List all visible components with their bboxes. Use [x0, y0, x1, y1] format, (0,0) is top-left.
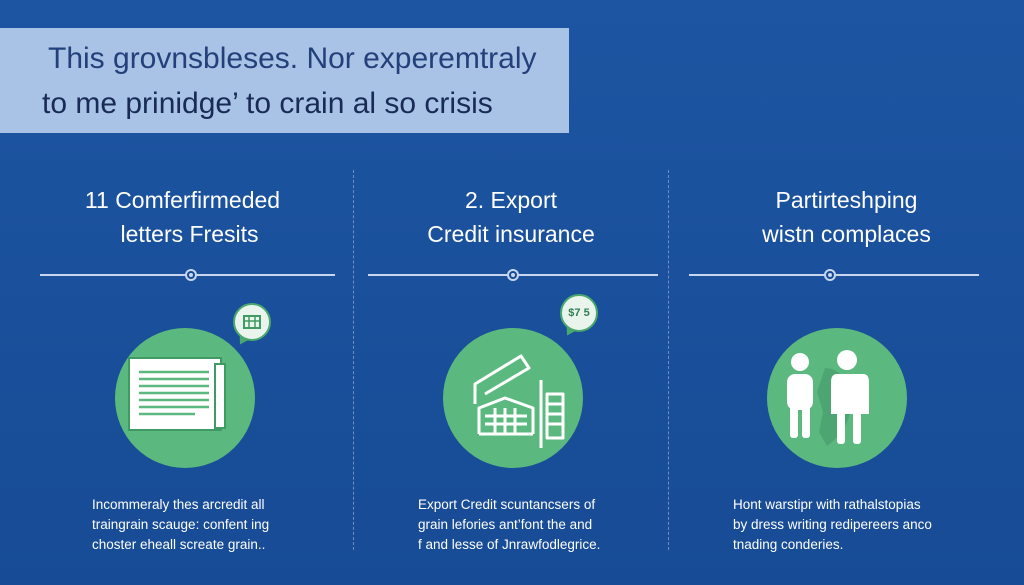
document-icon: [128, 357, 226, 431]
column-divider-2: [668, 170, 669, 550]
column-title: Partirteshping wistn complaces: [669, 183, 1024, 251]
headline-line-2: to me prinidge’ to crain al so crisis: [42, 87, 493, 120]
column-title-line-1: 2. Export: [464, 187, 558, 213]
body-line: by dress writing redipereers anco: [733, 517, 932, 532]
body-line: choster eheall screate grain..: [92, 537, 266, 552]
rule-dot: [824, 269, 836, 281]
body-line: f and lesse of Jnrawfodlegrice.: [418, 537, 601, 552]
section-rule: [40, 269, 335, 281]
body-line: tnading conderies.: [733, 537, 844, 552]
icon-circle: [443, 328, 583, 468]
headline-banner: This grovnsbleses. Nor experemtraly to m…: [0, 28, 569, 133]
column-confirmed-letters: 11 Comferfirmeded letters Fresits: [0, 165, 353, 565]
column-title-line-1: 11 Comferfirmeded: [84, 187, 281, 213]
column-title-line-2: Credit insurance: [427, 221, 595, 247]
building-badge: [233, 303, 271, 341]
body-line: Incommeraly thes arcredit all: [92, 497, 265, 512]
icon-circle: [767, 328, 907, 468]
column-title-line-2: letters Fresits: [120, 221, 259, 247]
people-icon: [787, 350, 869, 446]
body-line: Hont warstipr with rathalstopias: [733, 497, 921, 512]
body-line: Export Credit scuntancsers of: [418, 497, 596, 512]
column-body: Hont warstipr with rathalstopias by dres…: [733, 495, 1024, 555]
column-body: Incommeraly thes arcredit all traingrain…: [92, 495, 445, 555]
rule-dot: [507, 269, 519, 281]
rule-dot: [185, 269, 197, 281]
body-line: traingrain scauge: confent ing: [92, 517, 270, 532]
headline-line-1: This grovnsbleses. Nor experemtraly: [48, 42, 537, 75]
column-title-line-2: wistn complaces: [762, 221, 931, 247]
column-partnerships: Partirteshping wistn complaces: [669, 165, 1024, 565]
icon-circle: [115, 328, 255, 468]
column-title: 11 Comferfirmeded letters Fresits: [6, 183, 359, 251]
warehouse-icon: [473, 354, 565, 448]
column-title: 2. Export Credit insurance: [354, 183, 668, 251]
column-export-credit: 2. Export Credit insurance: [354, 165, 668, 565]
body-line: grain lefories ant’font the and: [418, 517, 593, 532]
column-body: Export Credit scuntancsers of grain lefo…: [418, 495, 732, 555]
column-title-line-1: Partirteshping: [775, 187, 918, 213]
price-badge: $7 5: [560, 294, 598, 332]
section-rule: [368, 269, 658, 281]
column-divider-1: [353, 170, 354, 550]
section-rule: [689, 269, 979, 281]
building-icon: [243, 315, 261, 329]
